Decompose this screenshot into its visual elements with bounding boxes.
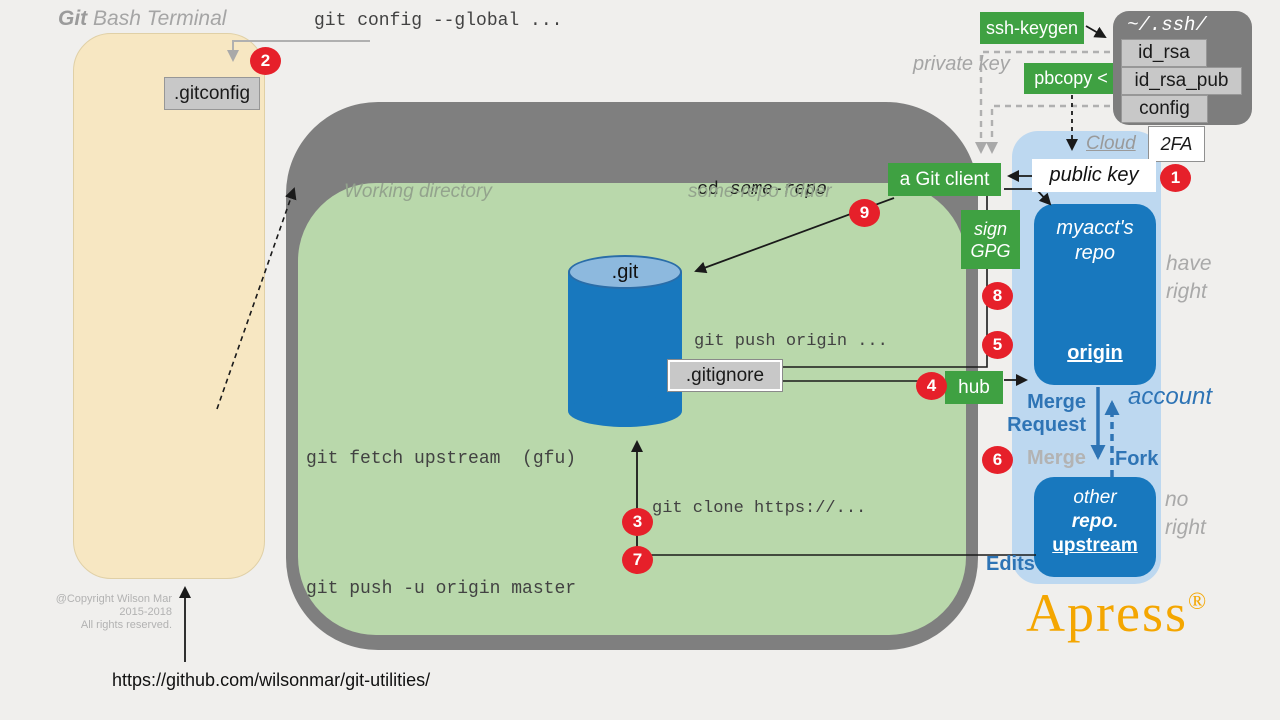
step-marker-6: 6 <box>982 446 1013 474</box>
gitignore-file-box: .gitignore <box>667 359 783 392</box>
cmd-fetch-upstream: git fetch upstream (gfu) <box>306 449 577 469</box>
origin-branch-label: origin <box>1067 342 1123 364</box>
no-right-line1: no <box>1165 488 1189 511</box>
copyright-note: @Copyright Wilson Mar 2015-2018 All righ… <box>40 593 172 632</box>
git-client-label: a Git client <box>899 168 990 190</box>
repo-url-link[interactable]: https://github.com/wilsonmar/git-utiliti… <box>112 670 431 690</box>
ssh-file-id-rsa-pub: id_rsa_pub <box>1121 67 1242 95</box>
git-database-cylinder-bottom <box>568 395 682 427</box>
edits-label: Edits <box>986 553 1035 575</box>
have-right-line1: have <box>1166 252 1212 275</box>
myacct-label-line1: myacct's <box>1056 217 1134 239</box>
other-repo-line1: other <box>1073 487 1117 508</box>
git-database-cylinder-top: .git <box>568 255 682 289</box>
step-marker-5: 5 <box>982 331 1013 359</box>
sign-gpg-box: sign GPG <box>961 210 1020 269</box>
account-label: account <box>1128 383 1213 410</box>
private-key-label: private key <box>913 53 1010 75</box>
registered-trademark-icon: ® <box>1187 589 1207 615</box>
cmd-cd-prefix: cd <box>697 180 730 200</box>
step-marker-7: 7 <box>622 546 653 574</box>
terminal-title-rest: Bash Terminal <box>87 7 227 30</box>
myacct-repo-box: myacct's repo origin <box>1034 204 1156 385</box>
fork-label: Fork <box>1115 448 1159 470</box>
have-right-line2: right <box>1166 280 1207 303</box>
step-marker-4: 4 <box>916 372 947 400</box>
no-right-label: no right <box>1165 486 1206 542</box>
cmd-cd-repo: some-repo <box>729 180 827 200</box>
hub-label: hub <box>958 376 990 398</box>
gitignore-file-label: .gitignore <box>685 364 765 386</box>
terminal-panel <box>73 33 265 579</box>
cmd-clone: git clone https://... <box>652 499 867 518</box>
apress-logo: Apress® <box>1026 582 1206 644</box>
other-repo-box: other repo. upstream <box>1034 477 1156 577</box>
upstream-label: upstream <box>1052 535 1138 556</box>
ssh-file-config: config <box>1121 95 1208 123</box>
cmd-push-u-master: git push -u origin master <box>306 579 577 599</box>
no-right-line2: right <box>1165 516 1206 539</box>
cmd-config-global: git config --global ... <box>314 11 563 31</box>
ssh-file-id-rsa-pub-label: id_rsa_pub <box>1134 70 1229 91</box>
merge-label: Merge <box>1027 447 1086 469</box>
twofa-label: 2FA <box>1160 133 1193 154</box>
cmd-push-origin: git push origin ... <box>694 332 888 351</box>
ssh-keygen-label: ssh-keygen <box>985 17 1079 38</box>
ssh-file-config-label: config <box>1139 98 1190 119</box>
git-client-box: a Git client <box>888 163 1001 196</box>
myacct-label-line2: repo <box>1074 242 1116 264</box>
some-repo-folder-label: some-repo folder <box>688 181 832 202</box>
cmd-cd-some-repo: cd some-repo <box>654 160 827 220</box>
merge-request-label: Merge Request <box>1006 391 1086 437</box>
copyright-line3: All rights reserved. <box>80 619 172 631</box>
arrow-sshkeygen-to-sshdir <box>1085 25 1107 39</box>
apress-wordmark: Apress <box>1026 583 1188 643</box>
working-directory-label: Working directory <box>344 181 492 202</box>
cloud-label: Cloud <box>1086 133 1136 154</box>
merge-request-line2: Request <box>1007 414 1086 436</box>
gitconfig-file-label: .gitconfig <box>173 82 251 104</box>
public-key-box: public key <box>1032 159 1156 192</box>
step-marker-1: 1 <box>1160 164 1191 192</box>
ssh-file-id-rsa: id_rsa <box>1121 39 1207 67</box>
git-database-cylinder <box>568 272 682 411</box>
pbcopy-box: pbcopy < <box>1024 63 1118 94</box>
have-right-label: have right <box>1166 250 1212 306</box>
ssh-file-id-rsa-label: id_rsa <box>1138 42 1190 63</box>
public-key-label: public key <box>1049 164 1139 186</box>
step-marker-8: 8 <box>982 282 1013 310</box>
terminal-title-git: Git <box>58 7 88 30</box>
sign-gpg-line1: sign <box>973 218 1008 239</box>
copyright-line1: @Copyright Wilson Mar <box>55 593 172 605</box>
terminal-title: Git Bash Terminal <box>58 7 226 31</box>
twofa-box: 2FA <box>1148 126 1205 162</box>
ssh-dir-label: ~/.ssh/ <box>1127 14 1207 36</box>
merge-request-line1: Merge <box>1027 391 1086 413</box>
sign-gpg-line2: GPG <box>970 240 1011 261</box>
step-marker-2: 2 <box>250 47 281 75</box>
pbcopy-label: pbcopy < <box>1034 68 1108 88</box>
ssh-keygen-box: ssh-keygen <box>980 12 1084 44</box>
hub-box: hub <box>945 371 1003 404</box>
step-marker-9: 9 <box>849 199 880 227</box>
gitconfig-file-box: .gitconfig <box>164 77 260 110</box>
git-database-label: .git <box>611 260 639 283</box>
step-marker-3: 3 <box>622 508 653 536</box>
other-repo-line2: repo. <box>1071 511 1119 532</box>
copyright-line2: 2015-2018 <box>119 606 172 618</box>
